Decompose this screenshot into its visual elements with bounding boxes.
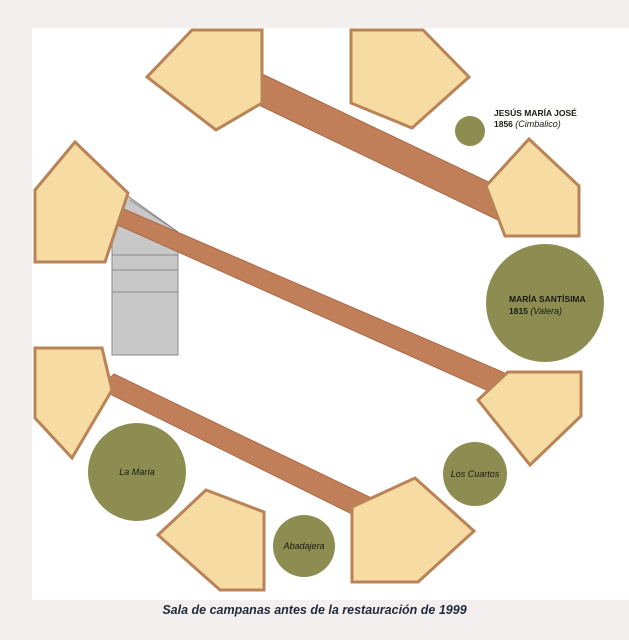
pillar-bottom-left [155,488,266,592]
bell-la-maria [88,423,186,521]
pillar-bottom-right [350,476,477,584]
bell-maria-santisima [486,244,604,362]
bell-jesus-name: JESÚS MARÍA JOSÉ [494,107,577,118]
pillar-top-left [144,28,264,132]
floor-plan: JESÚS MARÍA JOSÉ 1856 (Cimbalico) MARÍA … [32,28,629,600]
bell-los-cuartos [443,442,507,506]
bell-maria-santisima-name: MARÍA SANTÍSIMA [509,294,586,304]
pillar-left-lower [33,346,114,461]
bell-maria-santisima-year: 1815 [509,306,528,316]
bell-jesus-year: 1856 [494,119,513,129]
pillar-right-lower [475,370,583,468]
figure-caption: Sala de campanas antes de la restauració… [162,603,467,617]
pillar-right-upper [484,136,581,238]
bell-maria-santisima-maker: (Valera) [530,306,562,316]
bell-abadajera-name: Abadajera [282,541,324,551]
bell-jesus-maker: (Cimbalico) [515,119,561,129]
bell-maria-santisima-details: 1815 (Valera) [509,306,562,316]
bell-abadajera [273,515,335,577]
pillar-left-upper [33,139,130,264]
bell-los-cuartos-name: Los Cuartos [451,469,500,479]
bell-la-maria-name: La María [119,467,155,477]
pillar-top-right [349,28,472,130]
bell-jesus-maria-jose [455,116,485,146]
bell-jesus-details: 1856 (Cimbalico) [494,119,561,129]
